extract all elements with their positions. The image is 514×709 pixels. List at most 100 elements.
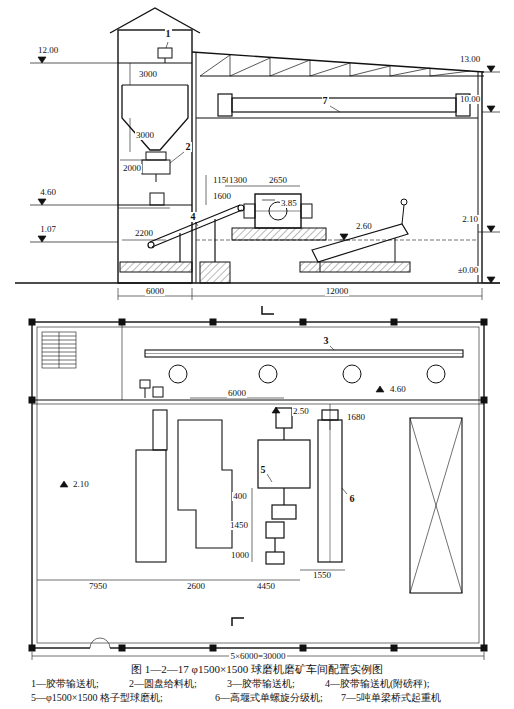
column-grid — [119, 319, 125, 325]
plan-dimension-lines — [190, 398, 284, 399]
column-grid — [481, 319, 487, 325]
plan-dimension-lines — [160, 580, 232, 581]
leader-lines — [166, 42, 168, 48]
classifier-plan — [330, 420, 331, 562]
elevation-markers — [30, 242, 118, 243]
bridge-crane — [196, 94, 478, 118]
floor-slabs — [118, 63, 192, 208]
bridge-crane — [232, 98, 456, 112]
elevation-text: 10.00 — [459, 95, 481, 104]
ball-mill-plan — [258, 408, 310, 564]
plan-leaders — [267, 474, 272, 482]
crane-bay — [410, 418, 462, 593]
belt-conveyor-4 — [148, 242, 154, 248]
plan-elevation-markers — [60, 481, 68, 487]
belt-conveyor-4 — [148, 205, 244, 262]
elevation-markers — [487, 226, 495, 232]
spiral-classifier-section — [300, 199, 410, 272]
foundations — [196, 240, 478, 241]
legend-item: 4—胶带输送机(附磅秤); — [324, 679, 430, 689]
belt-conveyor-4 — [150, 205, 240, 242]
classifier-plan — [318, 410, 342, 562]
elevation-markers — [340, 234, 348, 240]
section-mark — [232, 618, 244, 626]
leader-lines — [330, 106, 340, 112]
roof-truss — [230, 55, 231, 76]
elevation-text: 4.60 — [389, 385, 407, 394]
elevation-text: 2.10 — [461, 215, 479, 224]
bin-openings — [169, 365, 187, 383]
plan-elevation-markers — [272, 407, 280, 413]
feeder-plan — [145, 388, 146, 398]
plan-dimension-lines — [252, 488, 253, 562]
floor-slabs — [118, 62, 192, 63]
roof-truss — [310, 63, 350, 76]
column-grid — [210, 645, 216, 651]
dimension-lines — [130, 118, 131, 152]
callout-number: 7 — [322, 96, 329, 106]
feeder-plan — [140, 380, 150, 388]
roof-truss — [430, 68, 431, 76]
roof-truss — [350, 63, 351, 76]
disc-feeder — [156, 174, 157, 182]
dimension-lines — [206, 175, 207, 205]
disc-feeder — [142, 152, 170, 205]
plan-leaders — [330, 346, 334, 350]
dimension-text: 1600 — [212, 192, 232, 201]
plan-elevation-markers — [60, 386, 384, 487]
belt-conveyor-4 — [179, 233, 180, 262]
dimension-lines — [118, 288, 119, 300]
spiral-classifier-section — [395, 238, 396, 262]
legend-item: 1—胶带输送机; — [30, 679, 100, 689]
ball-mill-section — [255, 194, 301, 228]
elevation-text: 2.10 — [72, 480, 90, 489]
plan-outline — [32, 322, 484, 648]
dimension-text: 3000 — [138, 70, 158, 79]
section-building — [118, 30, 192, 283]
callout-number: 2 — [185, 142, 192, 152]
section-building — [478, 72, 479, 283]
column-grid — [300, 319, 306, 325]
elevation-text: 13.00 — [459, 55, 481, 64]
belt-conveyor-3 — [145, 350, 463, 357]
legend-item: 5—φ1500×1500 格子型球磨机; — [30, 693, 164, 703]
legend-item: 6—高堰式单螺旋分级机; — [214, 693, 324, 703]
stairs — [42, 332, 76, 368]
mill-foundation-plan — [178, 420, 232, 548]
callout-number: 1 — [165, 29, 172, 39]
column-grid — [29, 319, 487, 651]
elevation-markers — [478, 232, 500, 233]
ore-bin — [122, 48, 188, 150]
belt-conveyor-4 — [214, 219, 215, 262]
ball-mill-section — [255, 211, 301, 212]
roof-truss — [390, 66, 391, 76]
foundations — [200, 262, 230, 283]
dimension-text: 5×6000=30000 — [229, 652, 286, 661]
feeder-plan — [140, 380, 163, 398]
stairs — [42, 332, 76, 368]
ore-bin — [158, 48, 172, 58]
section-building — [196, 52, 197, 283]
plan-dimension-lines — [32, 398, 484, 660]
column-grid — [300, 645, 306, 651]
leader-lines — [170, 152, 184, 163]
dimension-lines — [130, 63, 131, 85]
conveyor-4-plan — [136, 450, 166, 562]
plan-leaders — [267, 346, 347, 494]
bin-openings — [259, 365, 277, 383]
plan-dimension-lines — [32, 652, 33, 660]
legend-item: 7—5吨单梁桥式起重机 — [340, 693, 442, 703]
column-grid — [29, 645, 35, 651]
dimension-text: 1450 — [229, 521, 249, 530]
disc-feeder — [142, 160, 170, 174]
ball-mill-plan — [283, 428, 284, 440]
dimension-text: 1300 — [228, 176, 248, 185]
conveyor-4-plan — [153, 410, 167, 450]
dimension-text: 4450 — [256, 582, 276, 591]
elevation-markers — [262, 200, 275, 201]
elevation-text: 2.60 — [355, 222, 373, 231]
ball-mill-section — [232, 228, 326, 240]
belt-conveyor-4 — [152, 210, 242, 247]
ground-line — [15, 282, 500, 283]
